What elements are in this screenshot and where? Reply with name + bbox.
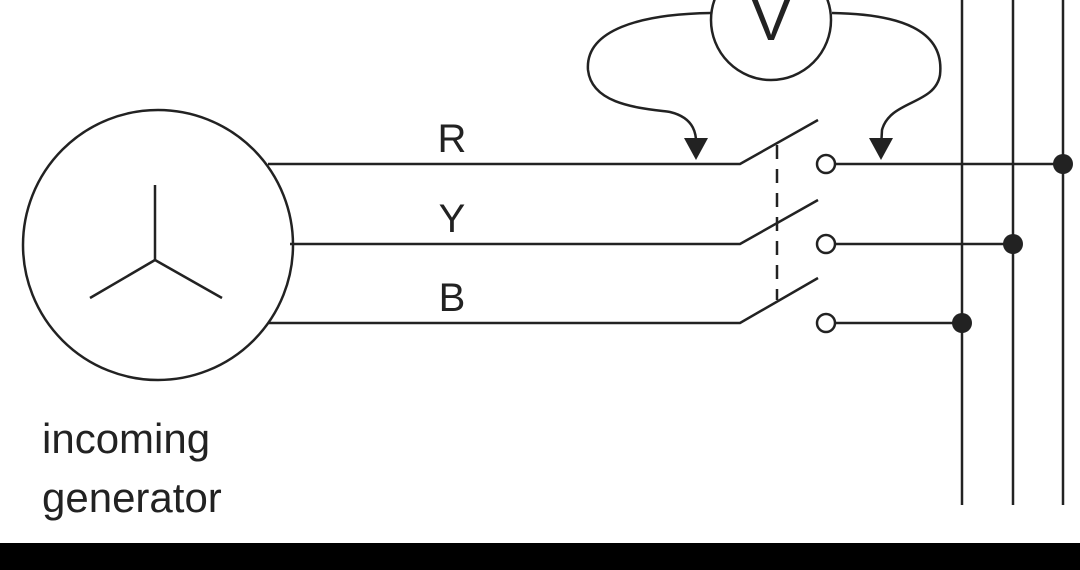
phase-r-line <box>268 118 819 166</box>
phase-label-r: R <box>438 117 467 161</box>
voltmeter-label: V <box>751 0 791 53</box>
phase-label-b: B <box>439 276 466 320</box>
junction-dot-r <box>1053 154 1073 174</box>
phase-y-line <box>290 198 819 246</box>
phase-label-y: Y <box>439 197 466 241</box>
terminal-r <box>815 153 837 175</box>
voltmeter-lead-left <box>586 11 712 149</box>
generator-symbol <box>21 108 295 382</box>
wye-symbol-icon <box>89 185 223 300</box>
generator-caption-line1: incoming <box>42 415 210 462</box>
voltmeter <box>709 0 833 82</box>
terminal-y <box>815 233 837 255</box>
junction-dot-y <box>1003 234 1023 254</box>
arrow-down-icon <box>869 138 893 160</box>
arrow-down-icon <box>684 138 708 160</box>
phase-b-line <box>268 276 819 325</box>
voltmeter-lead-right <box>831 11 942 149</box>
generator-caption-line2: generator <box>42 474 222 521</box>
terminal-b <box>815 312 837 334</box>
junction-dot-b <box>952 313 972 333</box>
bottom-black-bar <box>0 543 1080 570</box>
